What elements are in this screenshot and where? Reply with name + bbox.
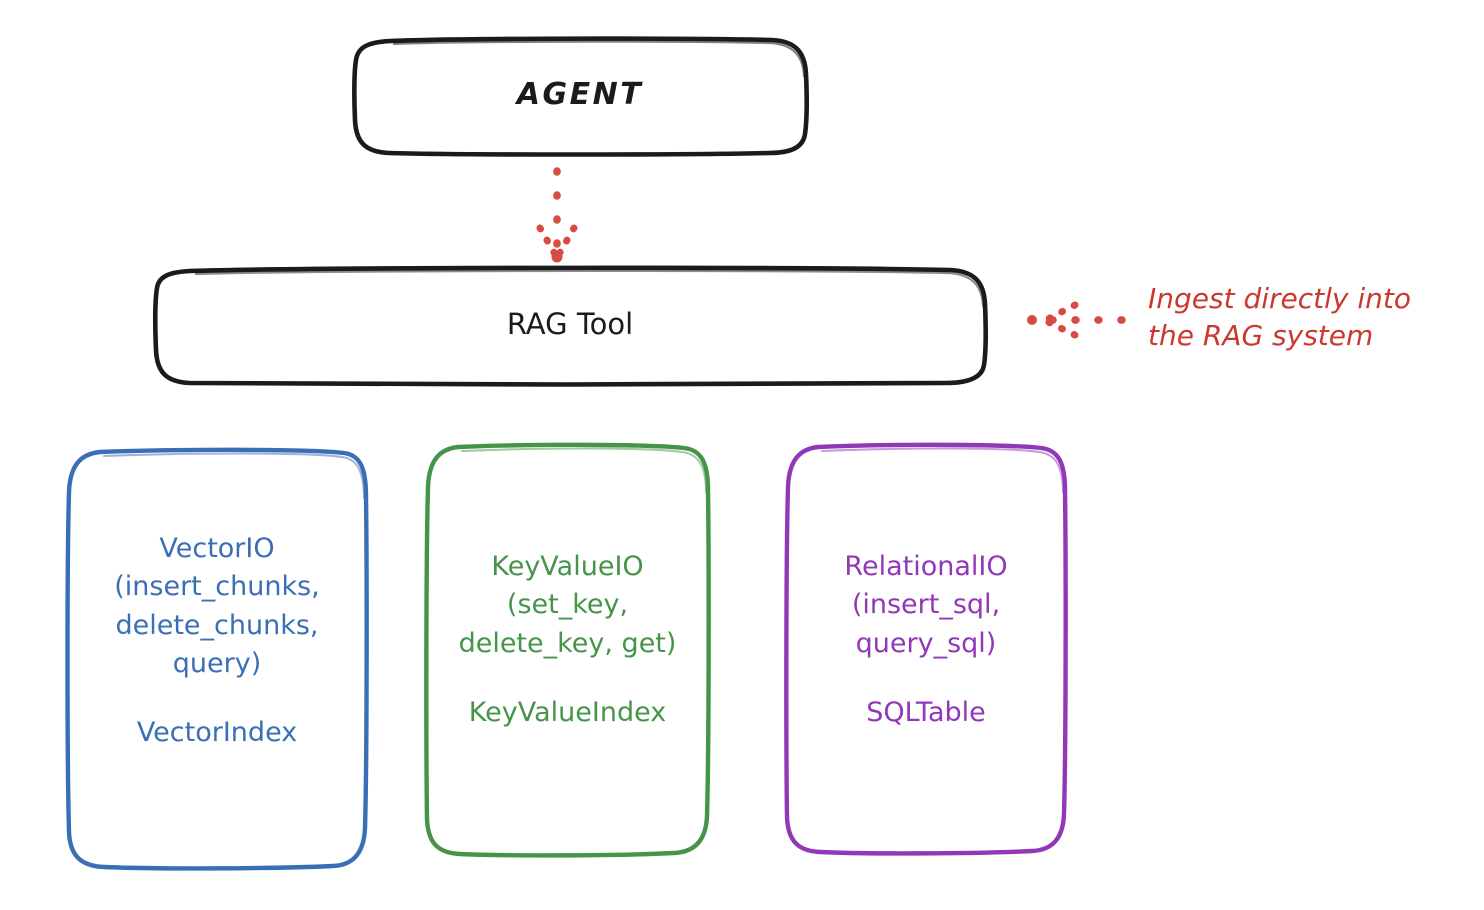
agent-to-rag-arrowhead-left (536, 224, 560, 260)
rag-tool-box-outline-sketch (194, 269, 985, 308)
vector-io-box-outline (65, 447, 369, 871)
key-value-io-index-label: KeyValueIndex (468, 696, 667, 728)
agent-box-outline-sketch (392, 40, 806, 78)
agent-to-rag-arrow-tip (551, 251, 563, 263)
relational-io-box-outline-sketch (820, 447, 1065, 494)
relational-io-api-label: RelationalIO (insert_sql, query_sql) (844, 551, 1008, 659)
rag-tool-box-outline (153, 265, 988, 387)
vector-io-text-block: VectorIO (insert_chunks, delete_chunks, … (68, 530, 366, 748)
agent-label: AGENT (516, 77, 644, 112)
relational-io-box-outline (784, 442, 1068, 856)
agent-node[interactable] (352, 36, 809, 157)
rag-tool-label: RAG Tool (506, 307, 634, 341)
key-value-io-box-outline (424, 442, 711, 858)
relational-io-node[interactable] (784, 442, 1068, 856)
agent-box-outline (352, 36, 809, 157)
ingest-annotation-label: Ingest directly into the RAG system (1148, 282, 1412, 352)
note-to-rag-arrow-tip (1027, 315, 1037, 325)
note-to-rag-connector (1027, 301, 1126, 339)
vector-io-index-label: VectorIndex (136, 717, 298, 749)
relational-io-index-label: SQLTable (866, 696, 986, 728)
key-value-io-box-outline-sketch (460, 447, 708, 494)
vector-io-api-label: VectorIO (insert_chunks, delete_chunks, … (114, 533, 320, 679)
vector-io-box-outline-sketch (102, 452, 366, 500)
rag-tool-node[interactable] (153, 265, 988, 387)
vector-io-node[interactable] (65, 447, 369, 871)
note-to-rag-arrowhead-bottom (1042, 317, 1079, 339)
agent-to-rag-connector (536, 167, 578, 263)
key-value-io-text-block: KeyValueIO (set_key, delete_key, get) Ke… (427, 548, 708, 728)
agent-to-rag-arrowhead-right (554, 224, 578, 260)
key-value-io-api-label: KeyValueIO (set_key, delete_key, get) (458, 551, 677, 659)
relational-io-text-block: RelationalIO (insert_sql, query_sql) SQL… (787, 548, 1065, 728)
key-value-io-node[interactable] (424, 442, 711, 858)
note-to-rag-arrowhead-top (1042, 301, 1079, 324)
